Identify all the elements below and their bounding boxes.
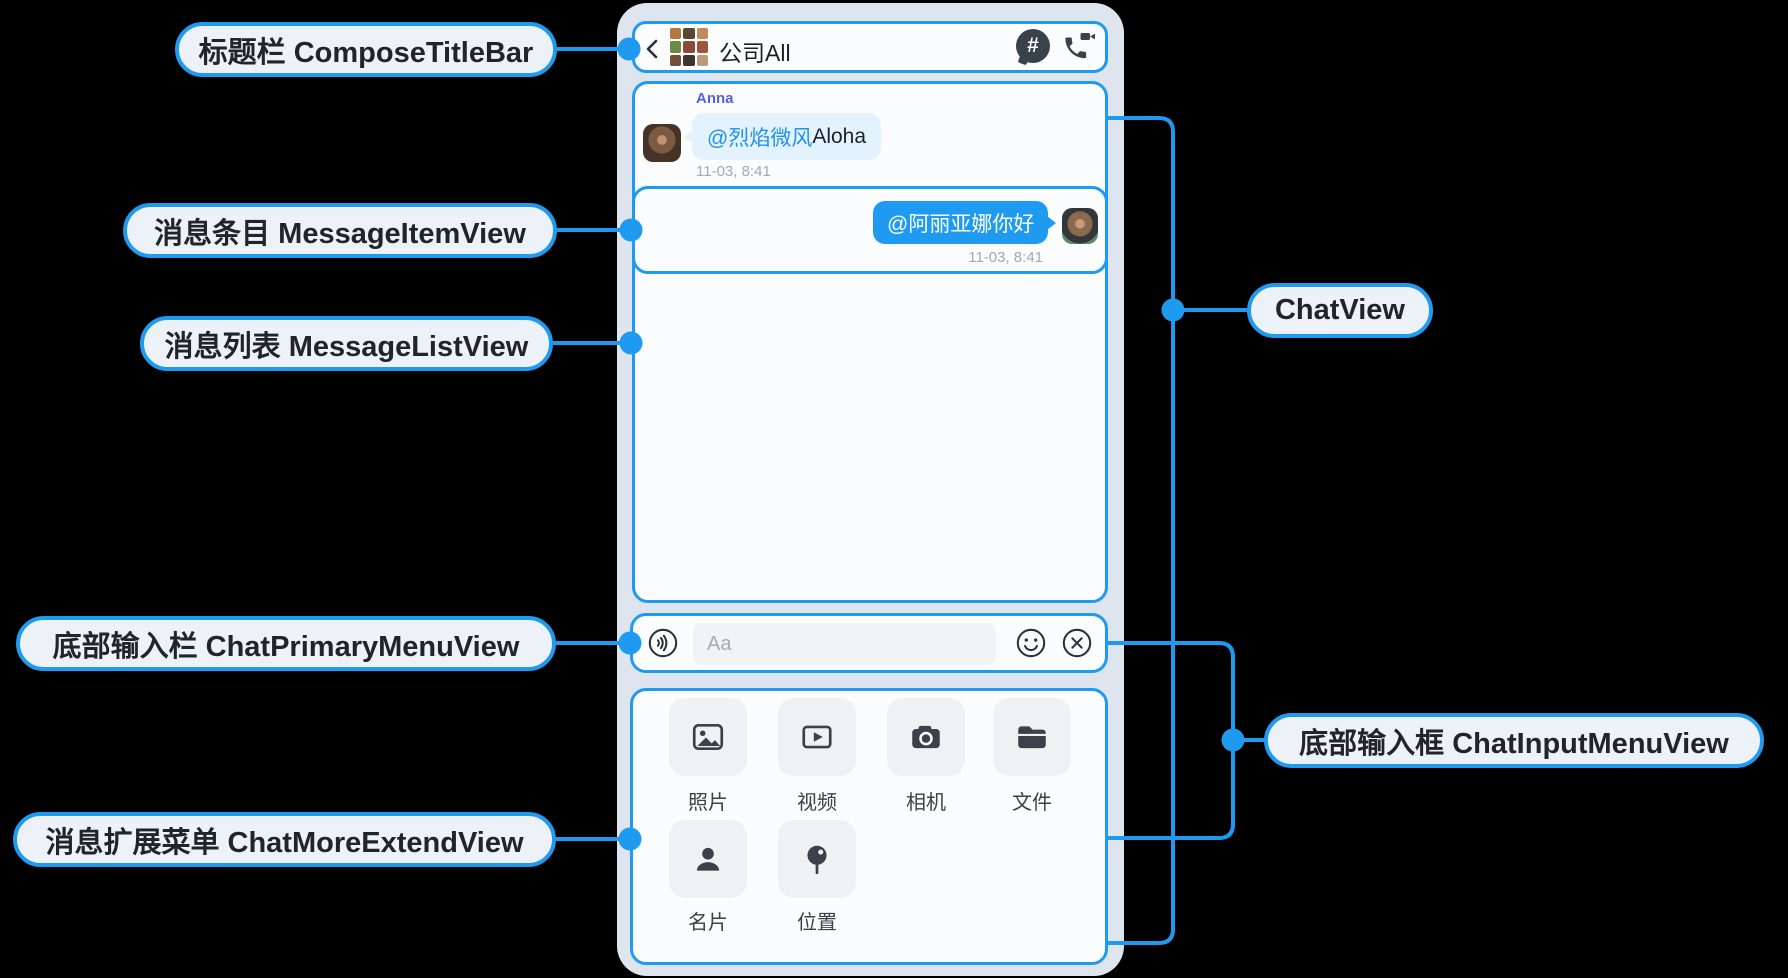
callout-chat-more-extend-view: 消息扩展菜单 ChatMoreExtendView xyxy=(13,812,556,867)
close-keyboard-icon[interactable] xyxy=(1060,626,1094,660)
message-item-view xyxy=(632,186,1108,274)
message-text: Aloha xyxy=(812,124,867,148)
extend-item-video[interactable] xyxy=(778,698,856,776)
callout-chat-input-menu-view: 底部输入框 ChatInputMenuView xyxy=(1264,713,1764,768)
video-icon xyxy=(802,725,832,749)
extend-label-photo: 照片 xyxy=(688,792,728,814)
chat-title: 公司All xyxy=(719,40,791,66)
group-avatar[interactable] xyxy=(668,26,710,68)
photo-icon xyxy=(692,724,724,750)
callout-message-item-view: 消息条目 MessageItemView xyxy=(123,203,557,258)
back-icon[interactable] xyxy=(641,37,665,61)
camera-icon xyxy=(912,725,940,749)
extend-item-camera[interactable] xyxy=(887,698,965,776)
sender-name: Anna xyxy=(696,90,734,107)
extend-label-contact: 名片 xyxy=(688,912,728,934)
outgoing-bubble[interactable]: @阿丽亚娜 你好 xyxy=(873,201,1057,244)
message-list-view xyxy=(632,81,1108,603)
callout-message-list-view: 消息列表 MessageListView xyxy=(140,316,553,371)
message-input[interactable] xyxy=(693,623,996,665)
extend-label-camera: 相机 xyxy=(906,792,946,814)
callout-compose-title-bar: 标题栏 ComposeTitleBar xyxy=(175,22,557,77)
extend-label-location: 位置 xyxy=(797,912,837,934)
incoming-avatar[interactable] xyxy=(643,124,681,162)
file-icon xyxy=(1018,726,1046,749)
extend-item-file[interactable] xyxy=(993,698,1071,776)
emoji-icon[interactable] xyxy=(1014,626,1048,660)
outgoing-timestamp: 11-03, 8:41 xyxy=(968,249,1043,266)
outgoing-avatar[interactable] xyxy=(1062,208,1098,244)
contact-card-icon xyxy=(696,847,720,871)
extend-label-file: 文件 xyxy=(1012,792,1052,814)
voice-input-icon[interactable] xyxy=(646,626,680,660)
extend-item-contact[interactable] xyxy=(669,820,747,898)
mention-text: @阿丽亚娜 xyxy=(887,212,993,236)
topic-hash-icon[interactable]: # xyxy=(1016,29,1050,63)
extend-label-video: 视频 xyxy=(797,792,837,814)
callout-chat-view: ChatView xyxy=(1247,283,1433,338)
message-text: 你好 xyxy=(992,212,1035,236)
incoming-bubble[interactable]: @烈焰微风 Aloha xyxy=(683,113,882,160)
video-call-icon[interactable] xyxy=(1057,26,1097,66)
callout-chat-primary-menu-view: 底部输入栏 ChatPrimaryMenuView xyxy=(16,616,556,671)
mention-text: @烈焰微风 xyxy=(707,126,813,150)
incoming-timestamp: 11-03, 8:41 xyxy=(696,163,771,180)
extend-item-photo[interactable] xyxy=(669,698,747,776)
extend-item-location[interactable] xyxy=(778,820,856,898)
location-icon xyxy=(807,845,827,875)
